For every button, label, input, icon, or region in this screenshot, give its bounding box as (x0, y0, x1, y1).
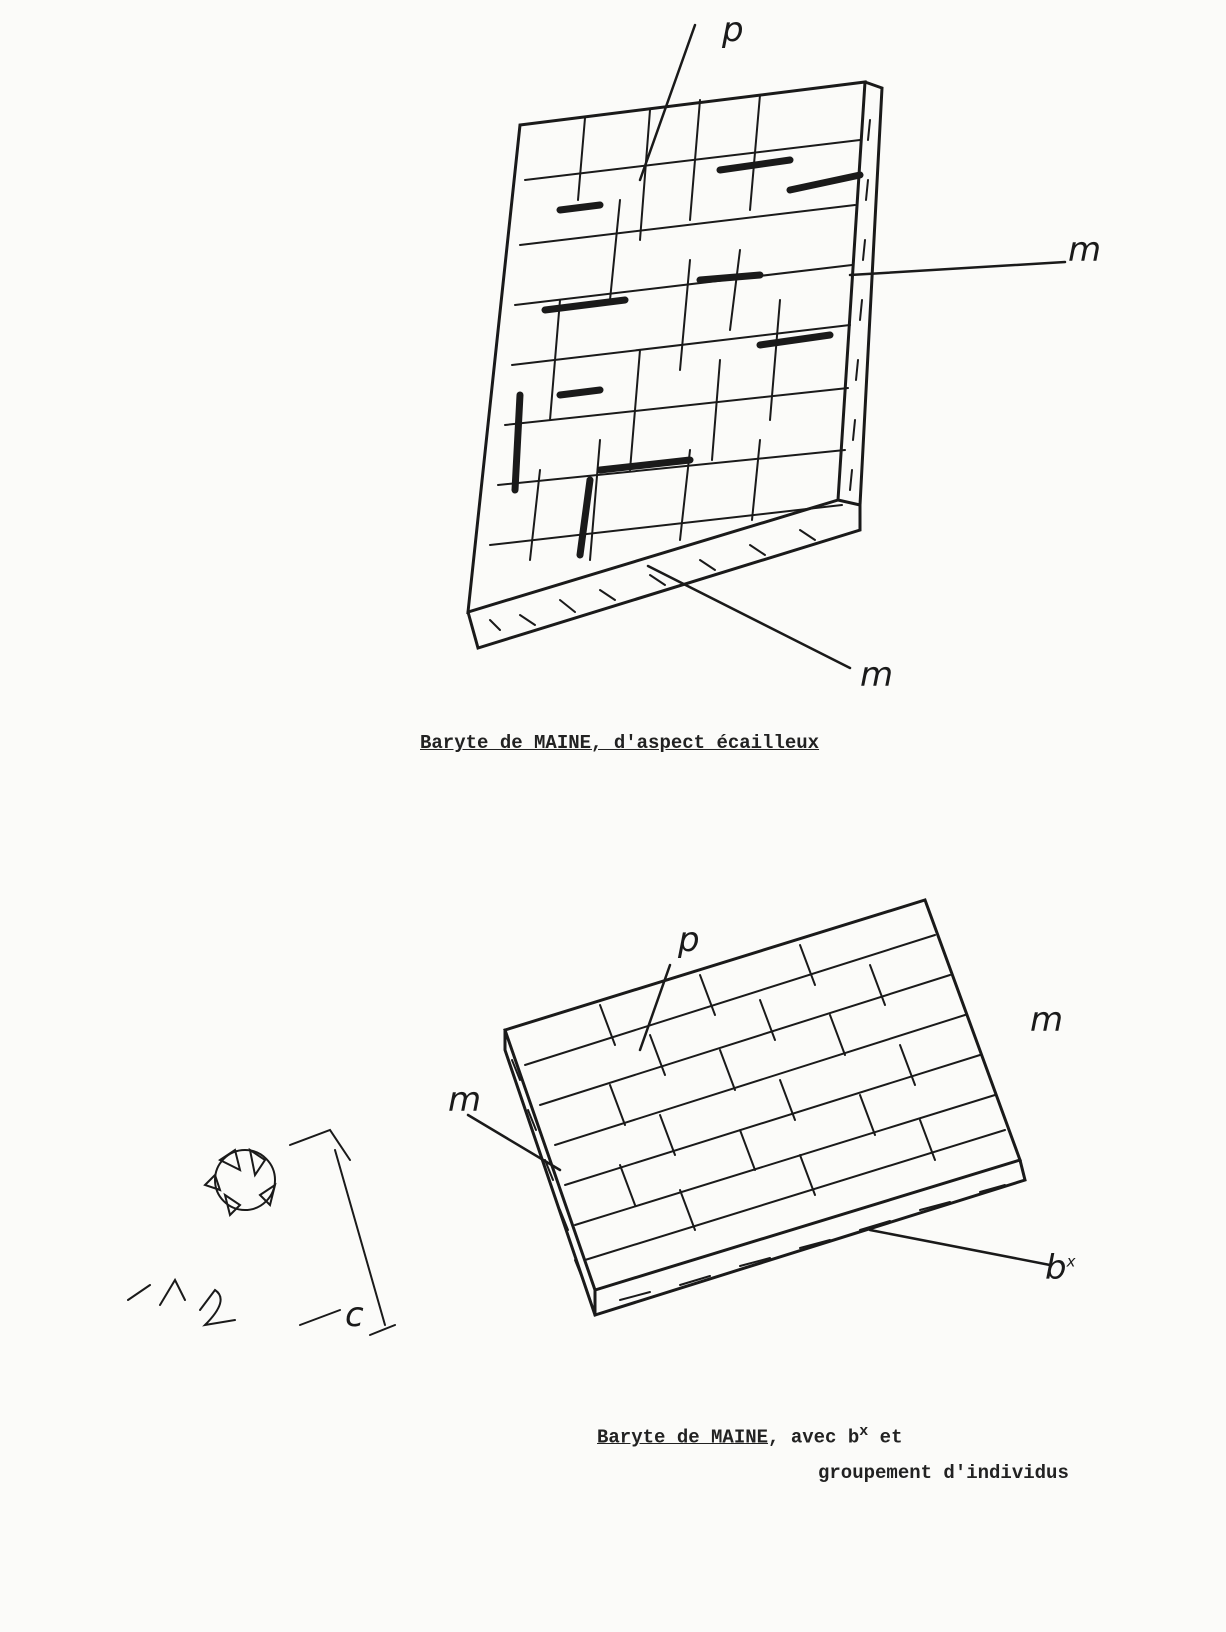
label-m-left-fig2: m (448, 1080, 482, 1120)
caption-mid: , avec b (768, 1426, 860, 1449)
bx-sup: x (1066, 1252, 1076, 1271)
caption-sup: x (859, 1423, 869, 1440)
label-p-fig1: p (722, 10, 744, 50)
label-c-cluster: c (345, 1295, 364, 1335)
label-m-right-fig1: m (1068, 230, 1102, 270)
caption-rest: , d'aspect écailleux (591, 732, 820, 754)
caption-end: et (868, 1426, 903, 1449)
figure2-caption-line2: groupement d'individus (818, 1462, 1069, 1484)
label-m-right-fig2: m (1030, 1000, 1064, 1040)
crystal-figure-1 (466, 23, 1067, 670)
crystal-cluster-sketch (127, 1128, 396, 1336)
label-m-bottom-fig1: m (860, 655, 894, 695)
figure2-caption-line1: Baryte de MAINE, avec bx et (597, 1423, 902, 1448)
figure1-caption: Baryte de MAINE, d'aspect écailleux (420, 732, 819, 754)
caption-title: Baryte de MAINE (420, 732, 592, 754)
caption-title: Baryte de MAINE (597, 1426, 769, 1449)
label-p-fig2: p (678, 920, 700, 960)
bx-base: b (1045, 1248, 1067, 1288)
label-bx-fig2: bx (1045, 1248, 1075, 1288)
crystal-figure-2 (127, 898, 1052, 1336)
